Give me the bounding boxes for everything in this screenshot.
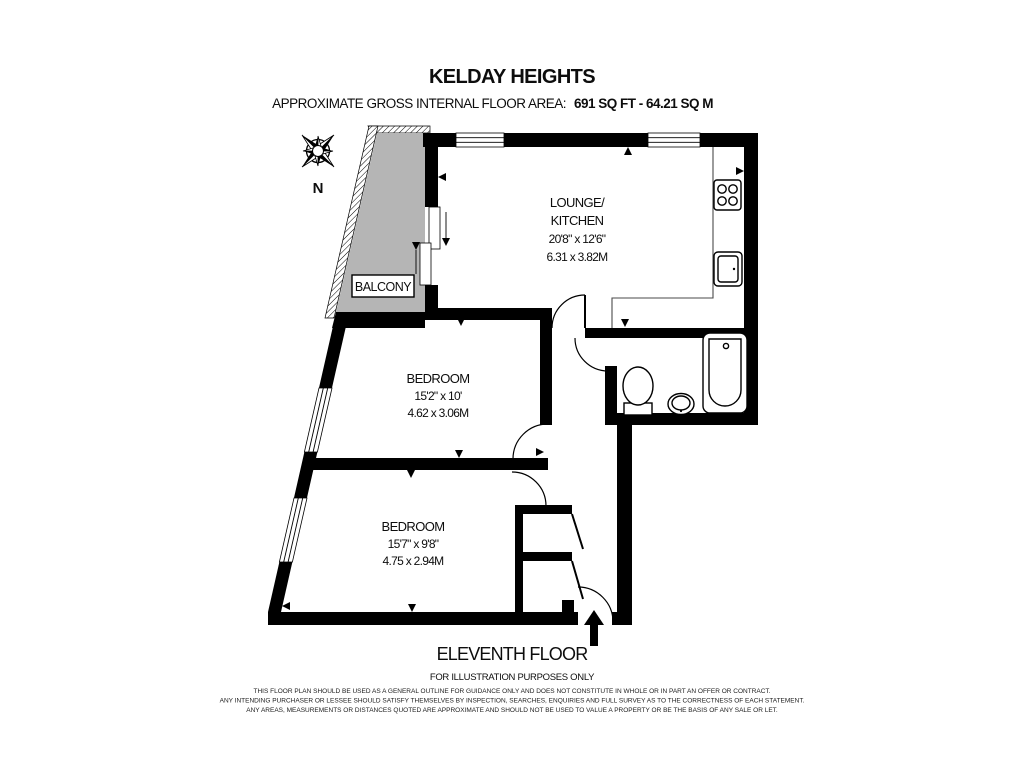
toilet-icon bbox=[622, 366, 654, 416]
wall-bathroom-bottom bbox=[605, 413, 758, 425]
hob-icon bbox=[713, 179, 742, 211]
wall-closet-top bbox=[515, 505, 572, 514]
dimension-marker bbox=[407, 470, 415, 478]
basin-icon bbox=[667, 392, 695, 416]
kitchen-counter bbox=[611, 147, 714, 328]
dimension-marker bbox=[282, 602, 290, 610]
slide-arrow-up bbox=[412, 242, 420, 250]
page-title: KELDAY HEIGHTS bbox=[429, 66, 595, 88]
wall-bathroom-left bbox=[605, 366, 617, 413]
bathroom-door-arc bbox=[574, 337, 609, 372]
wall-right-lower bbox=[617, 413, 632, 625]
dimension-marker bbox=[624, 147, 632, 155]
disclaimer-line-3: ANY AREAS, MEASUREMENTS OR DISTANCES QUO… bbox=[246, 707, 778, 714]
balcony-label: BALCONY bbox=[355, 280, 412, 294]
sliding-door-balcony bbox=[412, 206, 450, 286]
wall-bottom-left bbox=[268, 612, 578, 625]
bathtub-icon bbox=[702, 332, 748, 414]
bedroom2-dims-metric: 4.75 x 2.94M bbox=[383, 554, 445, 568]
wall-lounge-left-a bbox=[425, 133, 438, 207]
bedroom2-label: BEDROOM bbox=[382, 519, 445, 534]
bedroom1-dims-metric: 4.62 x 3.06M bbox=[408, 406, 470, 420]
bedroom2-dims-imperial: 15'7" x 9'8" bbox=[388, 537, 439, 551]
bedroom1-label: BEDROOM bbox=[407, 371, 470, 386]
closet-door-2 bbox=[571, 560, 584, 600]
dimension-marker bbox=[438, 173, 446, 181]
wall-lounge-left-b bbox=[425, 285, 438, 312]
windows bbox=[278, 132, 701, 563]
lounge-kitchen-dims-imperial: 20'8" x 12'6" bbox=[549, 232, 606, 246]
entry-door-arc bbox=[577, 586, 614, 623]
window-diagonal-1 bbox=[303, 387, 333, 453]
balcony-area bbox=[324, 125, 431, 319]
area-label: APPROXIMATE GROSS INTERNAL FLOOR AREA: bbox=[272, 96, 566, 111]
balcony-label-box bbox=[351, 274, 415, 298]
labels: KELDAY HEIGHTS APPROXIMATE GROSS INTERNA… bbox=[220, 66, 805, 714]
bedroom1-door-arc bbox=[512, 423, 549, 460]
wall-closet-middle bbox=[515, 552, 572, 561]
kitchen-sink-icon bbox=[713, 251, 743, 287]
dimension-marker bbox=[408, 604, 416, 612]
balcony-hatch-side bbox=[324, 125, 379, 319]
wall-balcony-bottom bbox=[332, 312, 425, 328]
wall-bathroom-top bbox=[585, 328, 758, 338]
window-diagonal-2 bbox=[278, 497, 308, 563]
north-label: N bbox=[313, 180, 324, 197]
bedroom1-dims-imperial: 15'2" x 10' bbox=[414, 389, 462, 403]
window-top-2 bbox=[647, 132, 701, 148]
wall-bedroom-divider bbox=[305, 458, 548, 470]
wall-closet-post bbox=[562, 600, 574, 612]
dimension-marker bbox=[736, 167, 744, 175]
wall-bedroom1-top bbox=[425, 308, 552, 320]
disclaimer-line-1: THIS FLOOR PLAN SHOULD BE USED AS A GENE… bbox=[254, 688, 771, 695]
window-top-1 bbox=[455, 132, 505, 148]
compass-icon bbox=[301, 134, 335, 168]
balcony-floor bbox=[336, 133, 425, 312]
exterior-walls bbox=[268, 133, 758, 625]
lounge-door-arc bbox=[551, 294, 586, 329]
lounge-kitchen-label-2: KITCHEN bbox=[551, 213, 604, 228]
lounge-kitchen-dims-metric: 6.31 x 3.82M bbox=[547, 250, 609, 264]
dimension-marker bbox=[457, 318, 465, 326]
dimension-marker bbox=[536, 448, 544, 456]
interior-walls bbox=[305, 308, 758, 612]
doors bbox=[511, 294, 614, 623]
area-value: 691 SQ FT - 64.21 SQ M bbox=[574, 96, 713, 111]
purpose-label: FOR ILLUSTRATION PURPOSES ONLY bbox=[430, 672, 595, 683]
fixtures bbox=[622, 179, 748, 416]
wall-bottom-right bbox=[612, 612, 632, 625]
slide-arrow-down bbox=[442, 238, 450, 246]
dimension-marker bbox=[455, 450, 463, 458]
dimension-marker bbox=[621, 319, 629, 327]
lounge-kitchen-label-1: LOUNGE/ bbox=[550, 195, 605, 210]
disclaimer-line-2: ANY INTENDING PURCHASER OR LESSEE SHOULD… bbox=[220, 698, 805, 705]
bedroom2-door-arc bbox=[511, 471, 547, 507]
wall-bedroom1-right bbox=[540, 308, 552, 425]
floor-label: ELEVENTH FLOOR bbox=[437, 644, 589, 664]
entry-arrow-icon bbox=[584, 610, 604, 646]
dimension-markers bbox=[282, 147, 744, 612]
closet-door-1 bbox=[571, 513, 584, 550]
